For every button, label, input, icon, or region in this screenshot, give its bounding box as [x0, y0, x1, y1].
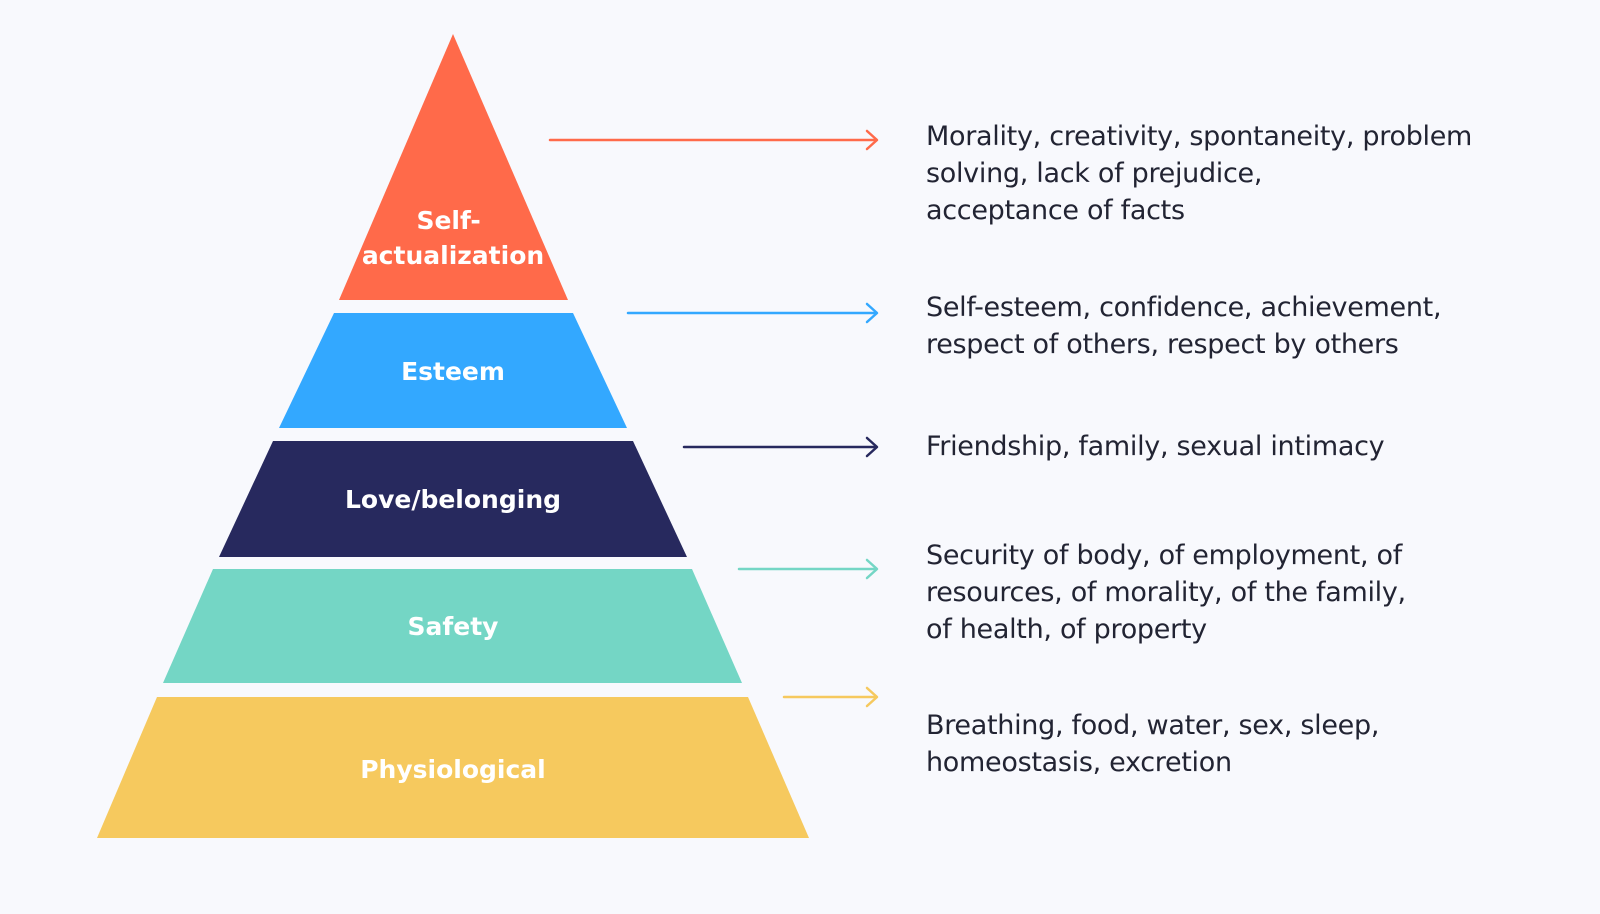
tier-esteem — [279, 313, 627, 428]
tier-self-actualization — [339, 34, 568, 300]
arrow-safety — [737, 558, 879, 580]
description-safety: Security of body, of employment, of reso… — [926, 540, 1406, 645]
arrow-esteem — [626, 302, 879, 324]
arrow-love-belonging — [682, 436, 879, 458]
tier-label-self-actualization: Self- actualization — [362, 206, 544, 270]
description-physiological: Breathing, food, water, sex, sleep, home… — [926, 710, 1380, 778]
arrow-self-actualization — [548, 129, 879, 151]
description-esteem: Self-esteem, confidence, achievement, re… — [926, 292, 1442, 360]
description-love-belonging: Friendship, family, sexual intimacy — [926, 431, 1385, 462]
tier-label-physiological: Physiological — [360, 755, 546, 784]
tier-label-safety: Safety — [408, 612, 499, 641]
description-self-actualization: Morality, creativity, spontaneity, probl… — [926, 121, 1473, 226]
tier-love-belonging — [219, 441, 687, 557]
tier-safety — [163, 569, 742, 683]
tier-physiological — [97, 697, 809, 838]
arrow-physiological — [782, 686, 879, 708]
tier-label-esteem: Esteem — [401, 357, 505, 386]
tier-label-love-belonging: Love/belonging — [345, 485, 561, 514]
